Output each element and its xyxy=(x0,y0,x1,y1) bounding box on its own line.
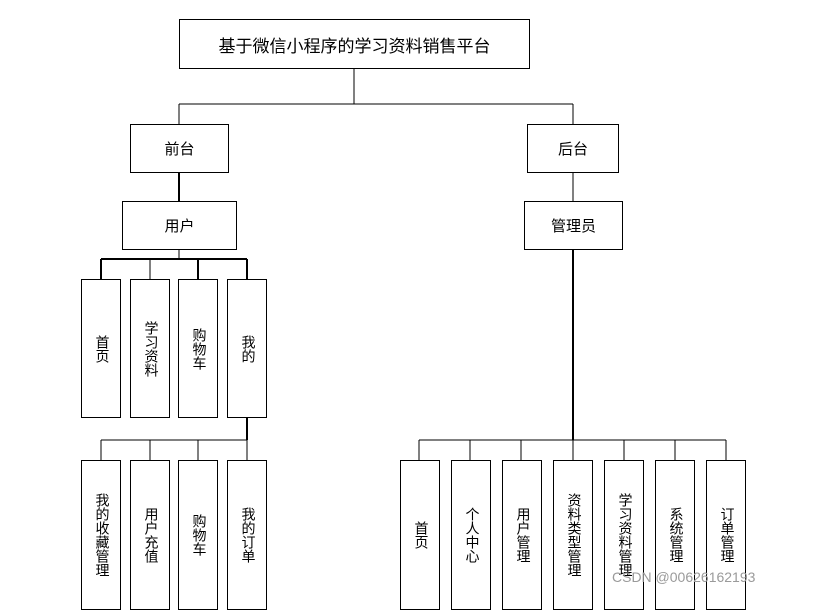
root-node: 基于微信小程序的学习资料销售平台 xyxy=(179,19,530,69)
admin-menu-item: 资料类型管理 xyxy=(553,460,593,610)
user-menu-item: 我的 xyxy=(227,279,267,418)
mine-menu-item: 购物车 xyxy=(178,460,218,610)
connector-lines xyxy=(100,68,727,460)
user-menu-item: 首页 xyxy=(81,279,121,418)
admin-menu-item: 用户管理 xyxy=(502,460,542,610)
mine-menu-item: 用户充值 xyxy=(130,460,170,610)
back-node: 后台 xyxy=(527,124,619,173)
user-menu-item: 学习资料 xyxy=(130,279,170,418)
user-menu-item: 购物车 xyxy=(178,279,218,418)
admin-menu-item: 系统管理 xyxy=(655,460,695,610)
admin-menu-item: 首页 xyxy=(400,460,440,610)
admin-menu-item: 学习资料管理 xyxy=(604,460,644,610)
mine-menu-item: 我的订单 xyxy=(227,460,267,610)
admin-node: 管理员 xyxy=(524,201,623,250)
admin-menu-item: 订单管理 xyxy=(706,460,746,610)
admin-menu-item: 个人中心 xyxy=(451,460,491,610)
user-node: 用户 xyxy=(122,201,237,250)
mine-menu-item: 我的收藏管理 xyxy=(81,460,121,610)
front-node: 前台 xyxy=(130,124,229,173)
watermark: CSDN @00626162193 xyxy=(612,569,756,585)
